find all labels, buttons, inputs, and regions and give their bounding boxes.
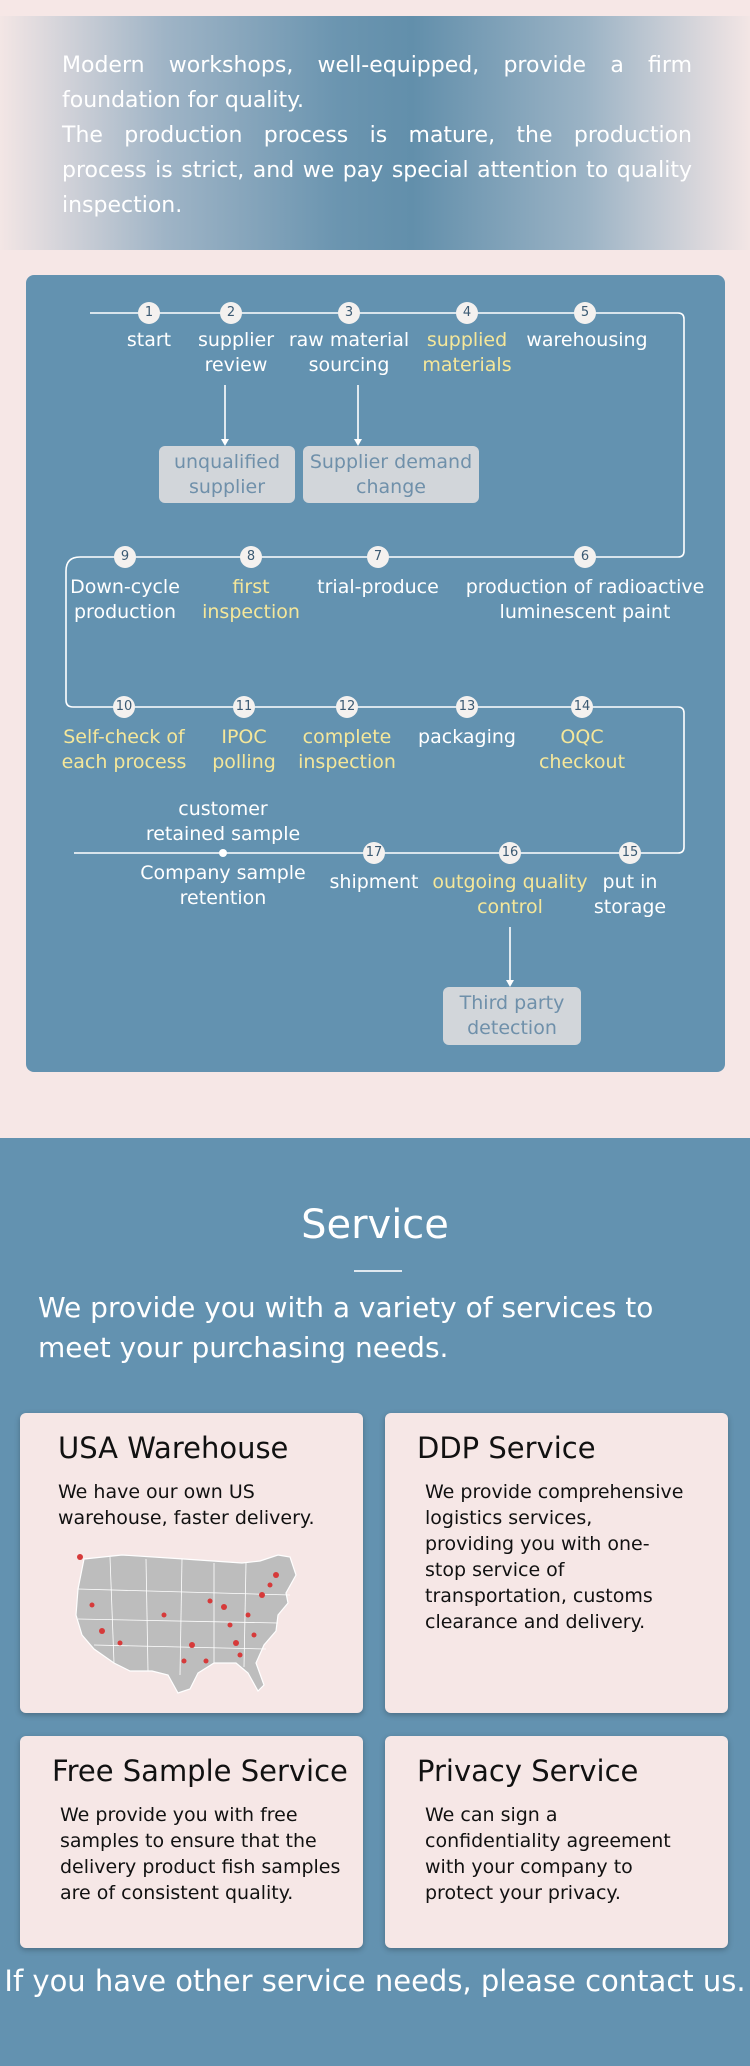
step-1-number: 1 [138,302,160,324]
usa-warehouse-text: We have our own US warehouse, faster del… [58,1481,315,1529]
step-5-label: warehousing [526,329,648,351]
free-sample-title: Free Sample Service [52,1754,348,1788]
step-3-number: 3 [338,302,360,324]
intro-text: Modern workshops, well-equipped, provide… [62,48,692,223]
step-15-number: 15 [619,842,641,864]
step-7-number: 7 [367,546,389,568]
process-flow-lines [65,312,685,987]
step-12-number: 12 [336,696,358,718]
usa-warehouse-card: USA Warehouse We have our own US warehou… [20,1413,363,1713]
step-8-number: 8 [240,546,262,568]
step-14-label: OQC checkout [538,726,626,773]
ddp-service-card: DDP Service We provide comprehensive log… [385,1413,728,1713]
step-16-label: outgoing quality control [432,871,588,918]
third-party-detection-box: Third party detection [443,987,581,1045]
free-sample-text: We provide you with free samples to ensu… [60,1804,341,1904]
company-sample-retention-label: Company sample retention [140,862,306,909]
title-divider [354,1270,402,1272]
step-17-label: shipment [329,871,419,893]
service-title: Service [301,1202,449,1248]
step-9-label: Down-cycle production [70,576,180,623]
step-9-number: 9 [114,546,136,568]
intro-banner: Modern workshops, well-equipped, provide… [0,16,750,250]
step-10-label: Self-check of each process [61,726,187,773]
process-flow-card: 1 2 3 4 5 start supplier review raw mate… [26,275,725,1072]
privacy-service-title: Privacy Service [417,1754,639,1788]
step-14-number: 14 [571,696,593,718]
step-6-number: 6 [574,546,596,568]
supplier-demand-change-box: Supplier demand change [303,446,479,503]
step-2-number: 2 [220,302,242,324]
unqualified-supplier-box: unqualified supplier [159,446,295,503]
ddp-service-title: DDP Service [417,1431,596,1465]
step-13-number: 13 [456,696,478,718]
step-1-label: start [126,329,172,351]
step-11-label: IPOC polling [212,726,276,773]
usa-map-icon [75,1554,297,1694]
step-4-number: 4 [456,302,478,324]
step-5-number: 5 [574,302,596,324]
customer-retained-sample-label: customer retained sample [145,798,301,845]
usa-warehouse-title: USA Warehouse [58,1431,289,1465]
intro-line-1: Modern workshops, well-equipped, provide… [62,53,692,113]
step-3-label: raw material sourcing [288,329,410,376]
ddp-service-text: We provide comprehensive logistics servi… [425,1481,684,1633]
intro-line-2: The production process is mature, the pr… [62,123,692,218]
privacy-service-text: We can sign a confidentiality agreement … [425,1804,671,1904]
step-8-label: first inspection [202,576,300,623]
free-sample-card: Free Sample Service We provide you with … [20,1736,363,1948]
service-section: Service We provide you with a variety of… [0,1138,750,2066]
step-12-label: complete inspection [298,726,396,773]
step-4-label: supplied materials [422,329,512,376]
step-16-number: 16 [499,842,521,864]
step-6-label: production of radioactive luminescent pa… [465,576,705,623]
contact-footer[interactable]: If you have other service needs, please … [4,1964,746,1998]
step-2-label: supplier review [197,329,275,376]
step-15-label: put in storage [593,871,667,918]
step-7-label: trial-produce [317,576,439,598]
privacy-service-card: Privacy Service We can sign a confidenti… [385,1736,728,1948]
service-subtitle: We provide you with a variety of service… [38,1291,654,1364]
step-11-number: 11 [233,696,255,718]
step-10-number: 10 [113,696,135,718]
step-17-number: 17 [363,842,385,864]
step-13-label: packaging [418,726,516,748]
